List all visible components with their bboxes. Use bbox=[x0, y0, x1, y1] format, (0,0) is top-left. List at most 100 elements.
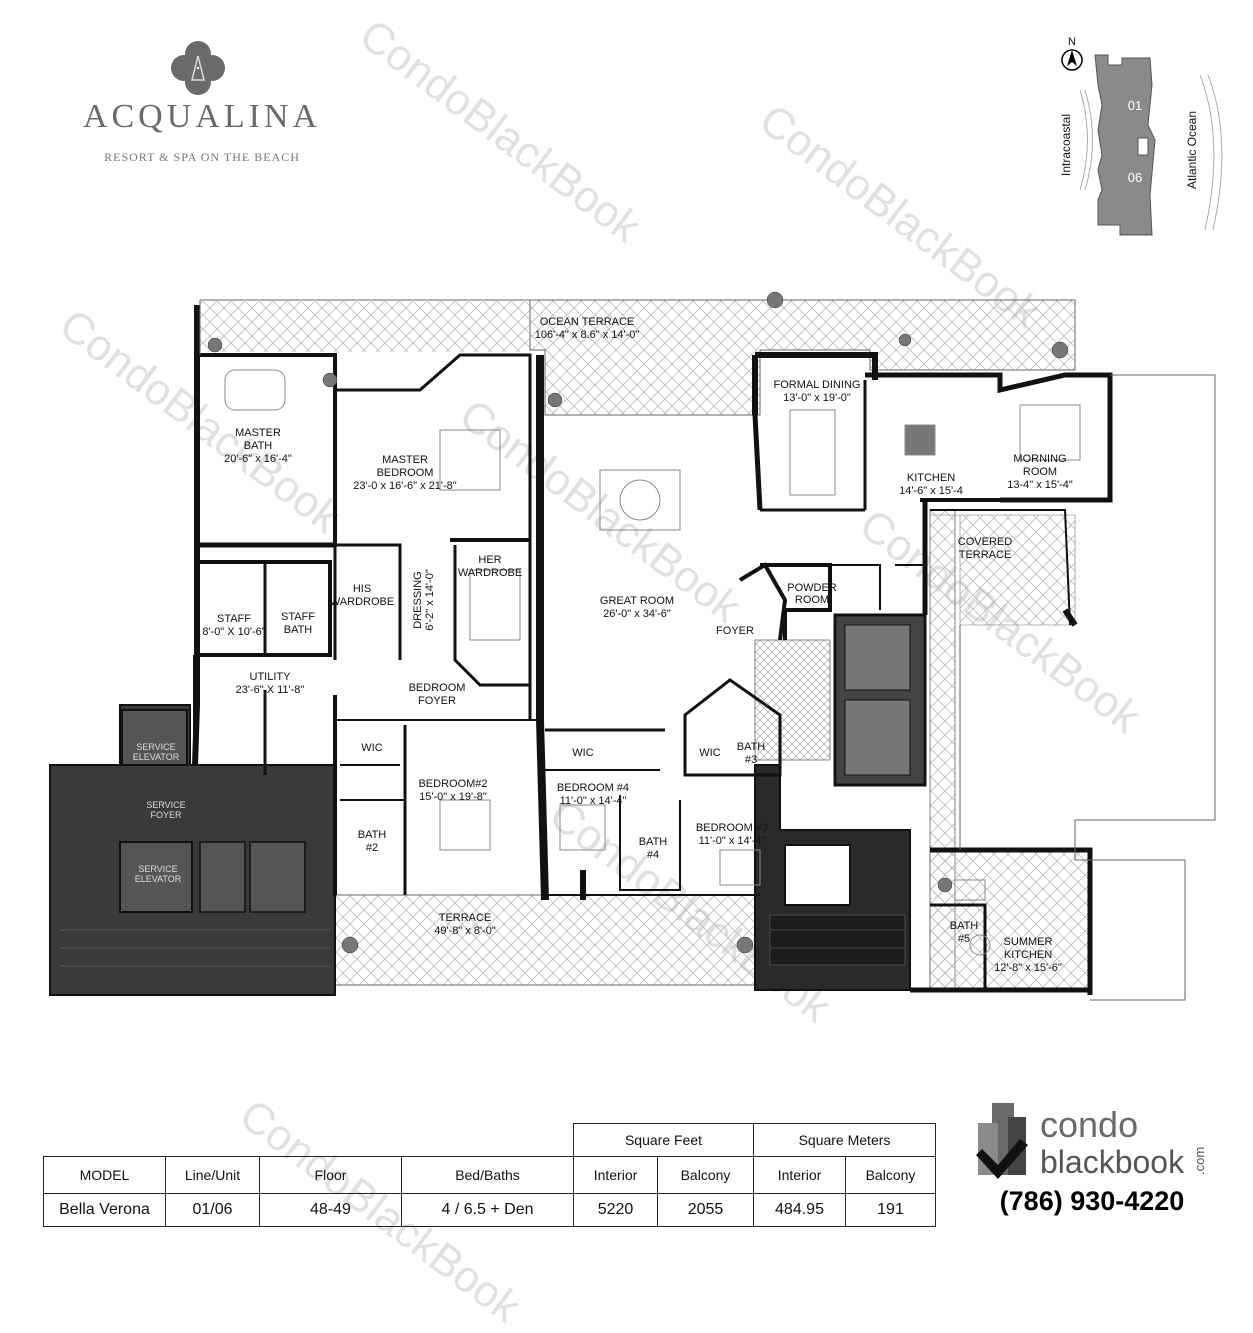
foyer-label: FOYER bbox=[716, 625, 754, 637]
master-bath-dims: 20'-6" x 16'-4" bbox=[224, 453, 292, 465]
phone-number[interactable]: (786) 930-4220 bbox=[999, 1186, 1185, 1216]
terrace-paving bbox=[200, 299, 1091, 991]
logo-text-condo: condo bbox=[1040, 1104, 1138, 1145]
table-header-sqm-interior: Interior bbox=[753, 1156, 846, 1194]
terrace-label: TERRACE bbox=[439, 912, 492, 924]
morning-room-label: MORNING bbox=[1013, 453, 1066, 465]
master-bedroom-dims: 23'-0 x 16'-6" x 21'-8" bbox=[353, 480, 456, 492]
square-meters-header: Square Meters bbox=[753, 1123, 936, 1157]
service-elevator-2-label: SERVICE bbox=[138, 864, 177, 874]
service-core bbox=[49, 613, 927, 996]
service-foyer-label: SERVICE bbox=[146, 800, 185, 810]
summer-kitchen-label: SUMMER bbox=[1004, 936, 1053, 948]
bedroom-3-dims: 11'-0" x 14'-4" bbox=[699, 835, 766, 847]
summer-kitchen-dims: 12'-8" x 15'-6" bbox=[994, 962, 1062, 974]
his-wardrobe-label: HIS bbox=[353, 583, 371, 595]
table-header-floor: Floor bbox=[259, 1156, 402, 1194]
wic-2-label: WIC bbox=[572, 747, 593, 759]
table-cell-sqm-balcony: 191 bbox=[845, 1193, 936, 1227]
watermark: CondoBlackBook bbox=[350, 10, 650, 253]
master-bath-label: MASTER bbox=[235, 427, 281, 439]
covered-terrace-label-2: TERRACE bbox=[959, 549, 1012, 561]
covered-terrace-label: COVERED bbox=[958, 536, 1012, 548]
terrace-dims: 49'-8" x 8'-0" bbox=[434, 925, 496, 937]
staff-bath-label-2: BATH bbox=[284, 624, 313, 636]
morning-room-label-2: ROOM bbox=[1023, 466, 1057, 478]
bath-3-label-2: #3 bbox=[745, 754, 757, 766]
table-cell-model: Bella Verona bbox=[43, 1193, 166, 1227]
table-header-row: MODEL Line/Unit Floor Bed/Baths Interior… bbox=[43, 1156, 936, 1194]
kitchen-label: KITCHEN bbox=[907, 472, 955, 484]
service-foyer-label-2: FOYER bbox=[150, 810, 182, 820]
north-arrow-icon bbox=[1061, 49, 1083, 71]
great-room-label: GREAT ROOM bbox=[600, 595, 674, 607]
bedroom-4-dims: 11'-0" x 14'-4" bbox=[560, 795, 627, 807]
service-elevator-1-label: SERVICE bbox=[136, 742, 175, 752]
utility-label: UTILITY bbox=[250, 671, 292, 683]
great-room-dims: 26'-0" x 34'-6" bbox=[603, 608, 671, 620]
key-plan-shoreline bbox=[1079, 74, 1223, 231]
his-wardrobe-label-2: WARDROBE bbox=[330, 596, 394, 608]
key-plan-building bbox=[1094, 54, 1156, 236]
table-cell-sqft-balcony: 2055 bbox=[657, 1193, 754, 1227]
key-plan: N 01 06 Intracoastal Atlantic Ocean bbox=[1059, 36, 1223, 236]
dressing-dims: 6'-2" x 14'-0" bbox=[424, 569, 436, 631]
dressing-label: DRESSING bbox=[412, 571, 424, 628]
master-bath-label-2: BATH bbox=[244, 440, 273, 452]
powder-room-label: POWDER bbox=[787, 582, 837, 594]
bedroom-3-label: BEDROOM #3 bbox=[696, 822, 768, 834]
north-label: N bbox=[1068, 36, 1076, 48]
plant-icon bbox=[207, 291, 1069, 954]
logo-text-blackbook: blackbook bbox=[1040, 1144, 1185, 1180]
service-elevator-1-label-2: ELEVATOR bbox=[133, 752, 180, 762]
table-row: Bella Verona 01/06 48-49 4 / 6.5 + Den 5… bbox=[43, 1193, 936, 1227]
table-header-bed-baths: Bed/Baths bbox=[401, 1156, 574, 1194]
staff-dims: 8'-0" X 10'-6" bbox=[202, 626, 265, 638]
key-unit-01: 01 bbox=[1128, 98, 1142, 113]
bath-3-label: BATH bbox=[737, 741, 766, 753]
summer-kitchen-label-2: KITCHEN bbox=[1004, 949, 1052, 961]
wic-1-label: WIC bbox=[361, 742, 382, 754]
service-elevator-2-label-2: ELEVATOR bbox=[135, 874, 182, 884]
building-icon bbox=[976, 1103, 1028, 1179]
table-header-sqft-interior: Interior bbox=[573, 1156, 658, 1194]
floor-plan: OCEAN TERRACE 106'-4" x 8.6" x 14'-0" MA… bbox=[49, 291, 1216, 1001]
bath-2-label-2: #2 bbox=[366, 842, 378, 854]
table-cell-line-unit: 01/06 bbox=[165, 1193, 260, 1227]
staff-label: STAFF bbox=[217, 613, 251, 625]
table-header-line-unit: Line/Unit bbox=[165, 1156, 260, 1194]
table-header-sqft-balcony: Balcony bbox=[657, 1156, 754, 1194]
glass-lines bbox=[199, 300, 1216, 1001]
utility-dims: 23'-6" X 11'-8" bbox=[236, 684, 305, 696]
bath-5-label: BATH bbox=[950, 920, 979, 932]
table-cell-bed-baths: 4 / 6.5 + Den bbox=[401, 1193, 574, 1227]
condoblackbook-logo[interactable]: condo blackbook .com bbox=[968, 1095, 1208, 1190]
ocean-terrace-label: OCEAN TERRACE bbox=[540, 316, 635, 328]
table-cell-sqft-interior: 5220 bbox=[573, 1193, 658, 1227]
table-header-model: MODEL bbox=[43, 1156, 166, 1194]
furniture bbox=[224, 369, 1081, 956]
square-feet-header: Square Feet bbox=[573, 1123, 754, 1157]
table-cell-sqm-interior: 484.95 bbox=[753, 1193, 846, 1227]
her-wardrobe-label-2: WARDROBE bbox=[458, 567, 522, 579]
intracoastal-label: Intracoastal bbox=[1059, 114, 1073, 176]
logo-text-com: .com bbox=[1192, 1147, 1207, 1175]
morning-room-dims: 13-4" x 15'-4" bbox=[1007, 479, 1073, 491]
bath-4-label-2: #4 bbox=[647, 849, 659, 861]
staff-bath-label: STAFF bbox=[281, 611, 315, 623]
her-wardrobe-label: HER bbox=[478, 554, 501, 566]
unit-spec-table: Square Feet Square Meters MODEL Line/Uni… bbox=[43, 1123, 936, 1227]
formal-dining-label: FORMAL DINING bbox=[774, 379, 861, 391]
powder-room-label-2: ROOM bbox=[795, 594, 829, 606]
kitchen-dims: 14'-6" x 15'-4 bbox=[899, 485, 963, 497]
acqualina-emblem-icon bbox=[171, 41, 225, 95]
master-bedroom-label-2: BEDROOM bbox=[377, 467, 434, 479]
bath-2-label: BATH bbox=[358, 829, 387, 841]
bedroom-4-label: BEDROOM #4 bbox=[557, 782, 629, 794]
table-header-sqm-balcony: Balcony bbox=[845, 1156, 936, 1194]
bedroom-2-dims: 15'-0" x 19'-8" bbox=[419, 791, 487, 803]
bath-4-label: BATH bbox=[639, 836, 668, 848]
bedroom-2-label: BEDROOM#2 bbox=[418, 778, 487, 790]
atlantic-ocean-label: Atlantic Ocean bbox=[1185, 111, 1199, 189]
wic-3-label: WIC bbox=[699, 747, 720, 759]
